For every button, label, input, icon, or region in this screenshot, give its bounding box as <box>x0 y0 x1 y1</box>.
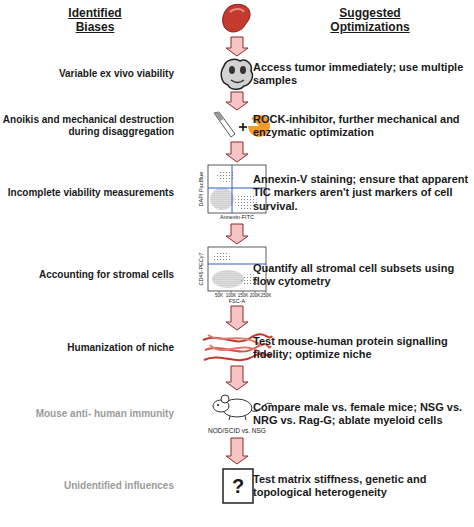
stage-text: Anoikis and mechanical destruction durin… <box>0 110 174 142</box>
flow-arrow <box>226 92 248 110</box>
tissue-fold <box>231 80 244 82</box>
flow-arrow <box>226 438 248 464</box>
flow-arrow <box>226 306 248 330</box>
axis-tick <box>266 291 267 293</box>
stage-text: Test matrix stiffness, genetic and topol… <box>253 464 470 508</box>
cell-cluster <box>212 252 232 262</box>
cell-cluster <box>210 188 234 210</box>
axis-label: CD45-PECy7 <box>199 252 205 285</box>
stage-text: Accounting for stromal cells <box>0 244 174 306</box>
axis-tick <box>243 291 244 293</box>
mouse-leg <box>245 416 246 420</box>
axis-tick <box>231 291 232 293</box>
flow-arrow <box>226 224 248 244</box>
column-heading: Suggested Optimizations <box>318 3 422 37</box>
stage-row: Accounting for stromal cells Quantify all… <box>0 244 474 306</box>
cell-cluster <box>212 270 244 288</box>
axis-label: Annexin-FITC <box>220 215 254 221</box>
scalpel-icon <box>214 112 235 137</box>
axis-tick <box>219 291 220 293</box>
axis-label: DAPI PacBlue <box>199 172 205 207</box>
stage-text: Test mouse-human protein signalling fide… <box>253 330 470 366</box>
flow-arrow <box>226 142 248 162</box>
gate-line <box>232 165 233 213</box>
scalpel-handle <box>214 112 224 121</box>
symbol-text: ? <box>223 464 253 508</box>
stage-row: Unidentified influences?Test matrix stif… <box>0 464 474 508</box>
tissue-spot <box>229 66 235 74</box>
column-heading: Identified Biases <box>48 3 142 37</box>
tumor-highlight <box>230 9 244 12</box>
stage-row: Identified Biases Suggested Optimizations <box>0 3 474 37</box>
tissue-icon <box>221 59 252 89</box>
stage-text: Humanization of niche <box>0 330 174 366</box>
stage-row: Humanization of niche Test mouse-human pr… <box>0 330 474 366</box>
stage-text: Unidentified influences <box>0 464 174 508</box>
stage-text: ROCK-inhibitor, further mechanical and e… <box>253 110 470 142</box>
stage-text: Access tumor immediately; use multiple s… <box>253 56 470 92</box>
stage-text: Annexin-V staining; ensure that apparent… <box>253 162 470 224</box>
flow-arrow <box>226 37 248 56</box>
stage-text: Quantify all stromal cell subsets using … <box>253 244 470 306</box>
flow-arrow <box>226 366 248 390</box>
mouse-eye <box>217 404 219 406</box>
stage-text: Variable ex vivo viability <box>0 56 174 92</box>
stage-text: Mouse anti- human immunity <box>0 390 174 438</box>
tissue-spot <box>240 66 246 74</box>
stage-row: Anoikis and mechanical destruction durin… <box>0 110 474 142</box>
axis-label: 50K <box>215 294 223 299</box>
axis-label: 150K <box>238 294 249 299</box>
tumor-icon <box>223 4 250 32</box>
plus-symbol <box>242 123 244 131</box>
axis-label: 200K <box>250 294 261 299</box>
axis-label: FSC-A <box>229 299 246 305</box>
axis-label: 100K <box>226 294 237 299</box>
mouse-ear <box>221 395 229 403</box>
stage-row: Variable ex vivo viability Access tumor i… <box>0 56 474 92</box>
strain-label: NOD/SCID vs. NSG <box>208 428 266 435</box>
stage-text: Compare male vs. female mice; NSG vs. NR… <box>253 390 470 438</box>
axis-tick <box>255 291 256 293</box>
axis-label: 250K <box>261 294 272 299</box>
stage-text: Incomplete viability measurements <box>0 162 174 224</box>
mouse-leg <box>229 416 230 420</box>
